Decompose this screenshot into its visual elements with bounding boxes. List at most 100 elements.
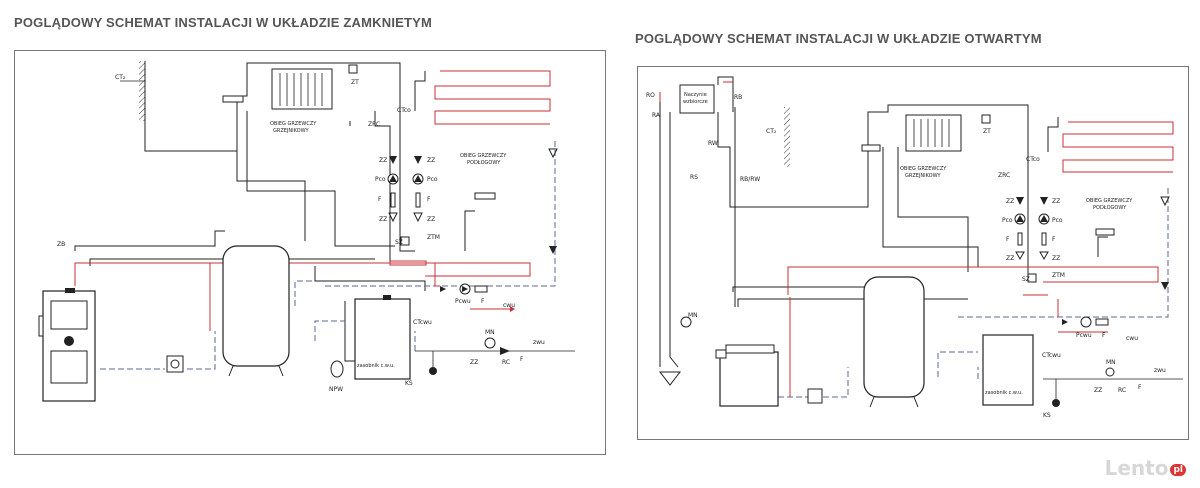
controller-box-open-a	[861, 144, 881, 152]
f-label-open-d: F	[1138, 384, 1142, 391]
zwu-label: zwu	[533, 339, 545, 346]
vessel-label-2: wzbiorcze	[683, 99, 708, 105]
radiator	[271, 68, 333, 110]
radiator-open	[905, 114, 962, 152]
mn-label-open: MN	[1106, 359, 1116, 366]
zrc-label: ZRC	[368, 121, 380, 128]
pco-label-open-b: Pco	[1052, 217, 1063, 224]
controller-box-b	[474, 192, 496, 200]
closed-system-svg: CT₂	[38, 61, 575, 402]
zt-label: ZT	[351, 79, 359, 86]
ctco-label: CTco	[397, 107, 411, 114]
open-hot-pipes	[659, 81, 1174, 397]
watermark-text: Lento	[1104, 456, 1169, 480]
ctcwu-label-open: CTcwu	[1042, 352, 1061, 359]
mn-label-left: MN	[688, 312, 698, 319]
expansion-vessel-open	[679, 84, 715, 114]
closed-dashed-pipes	[100, 141, 556, 370]
zz-label-open-c: ZZ	[1006, 255, 1014, 262]
rb-label: RB	[734, 94, 742, 101]
mn-label: MN	[485, 329, 495, 336]
rc-label: RC	[502, 359, 510, 366]
hot-water-tank-open	[982, 334, 1034, 406]
zb-label: ZB	[57, 241, 65, 248]
floor-circuit-label-open-2: PODŁOGOWY	[1093, 205, 1127, 211]
pco-label-open-a: Pco	[1002, 217, 1013, 224]
zz-label-b: ZZ	[427, 157, 435, 164]
radiator-circuit-label-open: OBIEG GRZEWCZY	[900, 166, 947, 172]
pco-label-a: Pco	[375, 176, 386, 183]
pco-label-b: Pco	[427, 176, 438, 183]
pcwu-label-open: Pcwu	[1076, 332, 1092, 339]
floor-circuit-label-2: PODŁOGOWY	[467, 160, 501, 166]
zz-label-a: ZZ	[379, 157, 387, 164]
tank-label: zasobnik c.w.u.	[357, 363, 395, 369]
pump-group-open	[1014, 197, 1050, 261]
drain-funnel	[658, 371, 682, 386]
rw-label: RW	[708, 140, 718, 147]
f-label-open-b: F	[1052, 236, 1056, 243]
ro-label: RO	[646, 92, 655, 99]
mn-gauge-left	[680, 316, 692, 328]
zz-label-open-d: ZZ	[1052, 255, 1060, 262]
rb-rw-label: RB/RW	[740, 176, 760, 183]
f-label-open-c: F	[1102, 332, 1106, 339]
buffer-tank-open	[863, 276, 925, 408]
sz-label-open: SZ	[1022, 276, 1030, 283]
sz-label: SZ	[395, 239, 403, 246]
ks-label: KS	[405, 380, 413, 387]
manifold	[389, 260, 427, 266]
mn-gauge-open	[1105, 367, 1115, 377]
zz-label-open-e: ZZ	[1094, 387, 1102, 394]
npw-label: NPW	[329, 386, 343, 393]
zrc-label-open: ZRC	[998, 172, 1010, 179]
ra-label: RA	[652, 112, 661, 119]
f-label-open-a: F	[1006, 236, 1010, 243]
watermark-badge: pl	[1170, 463, 1186, 476]
closed-system-diagram: CT₂	[14, 50, 606, 455]
zt-open	[981, 114, 991, 124]
zz-label-d: ZZ	[427, 216, 435, 223]
zt-label-open: ZT	[983, 128, 991, 135]
controller-box-open-b	[1095, 228, 1115, 236]
zz-label-open-b: ZZ	[1052, 198, 1060, 205]
sz-valve	[400, 236, 410, 246]
mn-gauge	[484, 337, 496, 349]
f-label-b: F	[427, 196, 431, 203]
radiator-circuit-label: OBIEG GRZEWCZY	[270, 121, 317, 127]
zz-label-open-a: ZZ	[1006, 198, 1014, 205]
boiler	[38, 288, 96, 402]
boiler-open	[715, 344, 779, 407]
controller-box-a	[222, 95, 244, 103]
ct-label: CT₂	[115, 74, 126, 81]
tank-label-open: zasobnik c.w.u.	[985, 390, 1023, 396]
open-dashed-pipes	[778, 187, 1169, 398]
f-label-a: F	[378, 196, 382, 203]
ctco-label-open: CTco	[1026, 156, 1040, 163]
zz-label-c: ZZ	[379, 216, 387, 223]
boiler-pump-open	[807, 388, 823, 404]
ztm-label: ZTM	[427, 234, 440, 241]
left-diagram-title: POGLĄDOWY SCHEMAT INSTALACJI W UKŁADZIE …	[14, 15, 433, 30]
wall-hatch	[139, 61, 145, 121]
filter-c	[474, 285, 488, 293]
open-system-diagram: Naczynie wzbiorcze RO RA RB RW RS RB/RW …	[637, 66, 1189, 440]
zwu-label-open: zwu	[1154, 367, 1166, 374]
f-label-c: F	[481, 298, 485, 305]
rs-label: RS	[690, 174, 698, 181]
radiator-circuit-label-open-2: GRZEJNIKOWY	[905, 173, 942, 179]
right-diagram-title: POGLĄDOWY SCHEMAT INSTALACJI W UKŁADZIE …	[635, 31, 1042, 46]
ks-label-open: KS	[1043, 412, 1051, 419]
floor-circuit-label-open: OBIEG GRZEWCZY	[1086, 198, 1133, 204]
closed-hot-pipes	[74, 70, 551, 331]
radiator-circuit-label-2: GRZEJNIKOWY	[273, 128, 310, 134]
f-label-d: F	[520, 356, 524, 363]
ct-label-open: CT₂	[766, 128, 777, 135]
npw-vessel	[330, 360, 344, 378]
ctcwu-label: CTcwu	[413, 319, 432, 326]
cwu-label: cwu	[503, 302, 515, 309]
vessel-label-1: Naczynie	[684, 92, 707, 98]
zz-label-e: ZZ	[470, 359, 478, 366]
cwu-label-open: cwu	[1126, 335, 1138, 342]
